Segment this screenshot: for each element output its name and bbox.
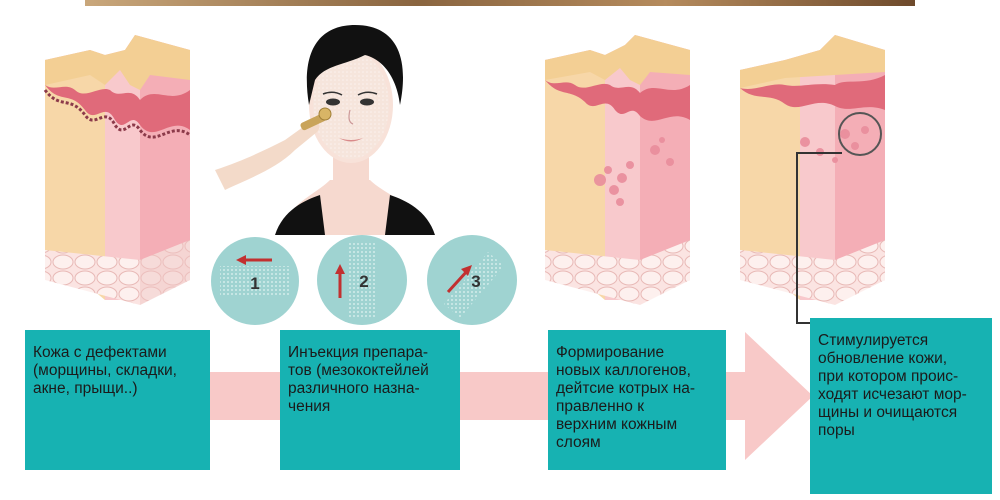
step-box-4: Стимулируется обновление кожи, при котор… bbox=[810, 318, 992, 494]
technique-label: 2 bbox=[359, 272, 368, 291]
callout-connector bbox=[796, 152, 842, 324]
skin-block-collagen bbox=[545, 35, 690, 305]
step-3-text: Формирование новых каллогенов, дейтсие к… bbox=[556, 344, 696, 451]
step-2-text: Инъекция препара- тов (мезококтейлей раз… bbox=[288, 344, 429, 415]
top-photo-strip bbox=[85, 0, 915, 6]
skin-block-renewed bbox=[740, 35, 885, 305]
step-box-2: Инъекция препара- тов (мезококтейлей раз… bbox=[280, 330, 460, 470]
arrow-up-right-icon bbox=[446, 265, 472, 294]
technique-circle-2: 2 bbox=[316, 234, 408, 326]
pore-highlight-circle bbox=[838, 112, 882, 156]
arrow-left-icon bbox=[236, 255, 272, 265]
technique-label: 1 bbox=[250, 274, 259, 293]
step-4-text: Стимулируется обновление кожи, при котор… bbox=[818, 332, 967, 439]
technique-circle-3: 3 bbox=[426, 234, 518, 326]
skin-block-defects bbox=[43, 35, 191, 305]
face-injection-illustration bbox=[215, 25, 435, 235]
step-1-text: Кожа с дефектами (морщины, складки, акне… bbox=[33, 344, 177, 397]
step-box-3: Формирование новых каллогенов, дейтсие к… bbox=[548, 330, 726, 470]
arrow-up-icon bbox=[335, 264, 345, 298]
step-box-1: Кожа с дефектами (морщины, складки, акне… bbox=[25, 330, 210, 470]
flow-arrow-head bbox=[745, 332, 813, 460]
technique-circle-1: 1 bbox=[210, 236, 300, 326]
technique-label: 3 bbox=[471, 272, 480, 291]
callout-connector-base bbox=[796, 322, 812, 324]
